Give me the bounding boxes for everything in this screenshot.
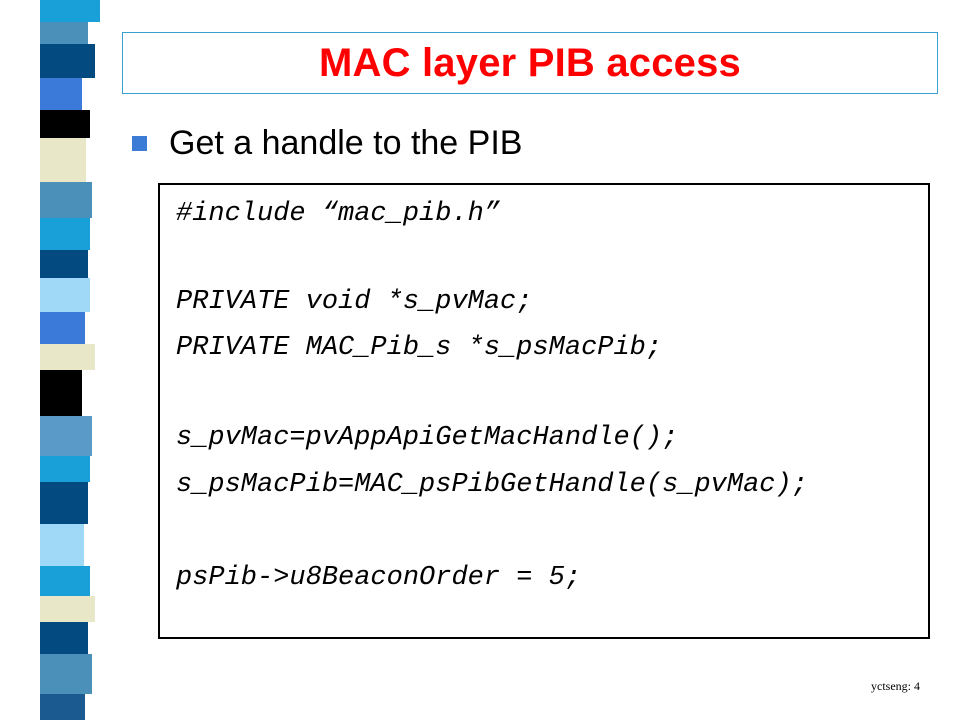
strip-block (40, 370, 82, 416)
bullet-item: Get a handle to the PIB (132, 118, 522, 168)
code-line: s_psMacPib=MAC_psPibGetHandle(s_pvMac); (176, 470, 808, 500)
title-box: MAC layer PIB access (122, 32, 938, 94)
footer-page-label: yctseng: 4 (871, 679, 920, 693)
strip-block (40, 622, 88, 654)
code-block: #include “mac_pib.h” PRIVATE void *s_pvM… (158, 183, 930, 639)
code-line: psPib->u8BeaconOrder = 5; (176, 563, 582, 593)
strip-block (40, 110, 90, 138)
strip-block (40, 456, 90, 482)
strip-block (40, 566, 90, 596)
strip-block (40, 596, 95, 622)
strip-block (40, 0, 100, 22)
strip-block (40, 218, 90, 250)
code-line: PRIVATE void *s_pvMac; (176, 287, 533, 317)
strip-block (40, 250, 88, 278)
strip-block (40, 344, 95, 370)
code-line: #include “mac_pib.h” (176, 199, 501, 229)
code-line: s_pvMac=pvAppApiGetMacHandle(); (176, 423, 679, 453)
strip-block (40, 524, 84, 566)
strip-block (40, 138, 86, 182)
strip-block (40, 482, 88, 524)
strip-block (40, 416, 92, 456)
strip-block (40, 694, 85, 720)
strip-block (40, 654, 92, 694)
square-bullet-icon (132, 135, 147, 151)
strip-block (40, 22, 88, 44)
strip-block (40, 78, 82, 110)
strip-block (40, 44, 95, 78)
bullet-text: Get a handle to the PIB (169, 123, 523, 162)
strip-block (40, 278, 90, 312)
code-line: PRIVATE MAC_Pib_s *s_psMacPib; (176, 333, 663, 363)
strip-block (40, 312, 85, 344)
strip-block (40, 182, 92, 218)
decorative-color-strip (0, 0, 108, 720)
slide-title: MAC layer PIB access (318, 40, 741, 85)
